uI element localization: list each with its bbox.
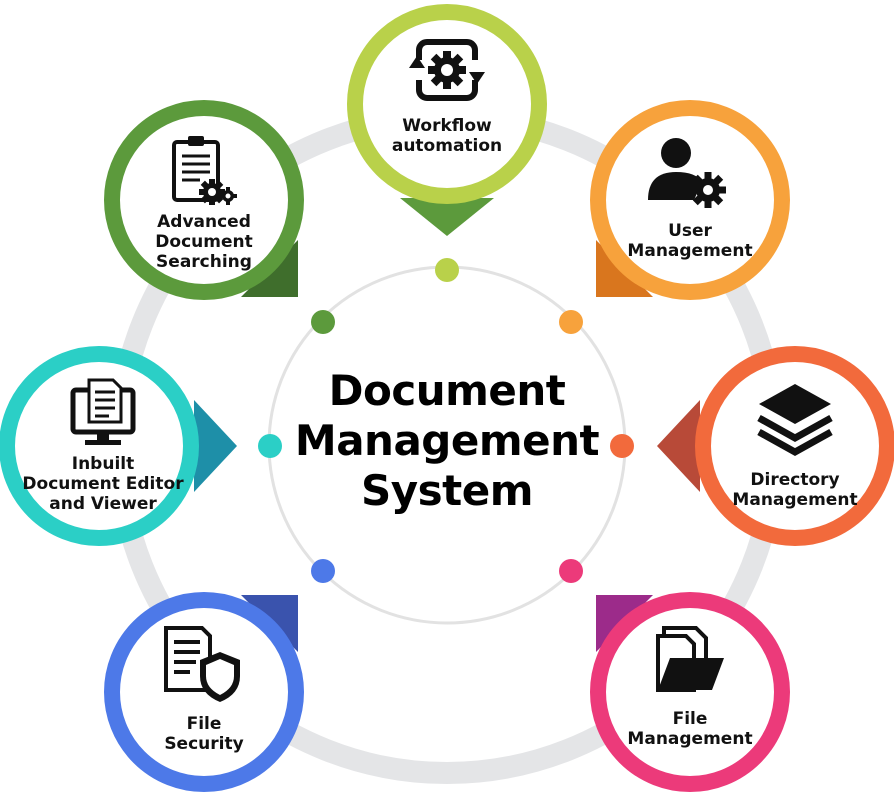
node-editor-circle [0, 346, 199, 546]
node-label-file-management: File Management [627, 709, 753, 749]
node-label-editor: Inbuilt Document Editor and Viewer [22, 454, 184, 514]
pointer-workflow [400, 198, 494, 236]
node-directory-circle [695, 346, 894, 546]
node-label-security: File Security [164, 714, 244, 754]
folder-files-icon [656, 626, 724, 692]
dot-editor [258, 434, 282, 458]
clipboard-gear-icon [172, 136, 237, 205]
user-gear-icon [648, 138, 726, 208]
dot-workflow [435, 258, 459, 282]
node-label-workflow: Workflow automation [391, 116, 503, 156]
shield-document-icon [164, 626, 240, 702]
pointer-editor [194, 400, 237, 492]
dot-security [311, 559, 335, 583]
node-label-user: User Management [627, 221, 753, 261]
dot-user [559, 310, 583, 334]
pointer-directory [657, 400, 700, 492]
layers-icon [757, 384, 833, 457]
dot-file-management [559, 559, 583, 583]
node-workflow-circle [347, 4, 547, 204]
dot-directory [610, 434, 634, 458]
gear-sync-icon [409, 39, 485, 101]
node-label-directory: Directory Management [732, 470, 858, 510]
monitor-document-icon [70, 378, 136, 445]
dot-search [311, 310, 335, 334]
center-title: Document Management System [294, 366, 600, 515]
node-label-search: Advanced Document Searching [155, 212, 253, 272]
